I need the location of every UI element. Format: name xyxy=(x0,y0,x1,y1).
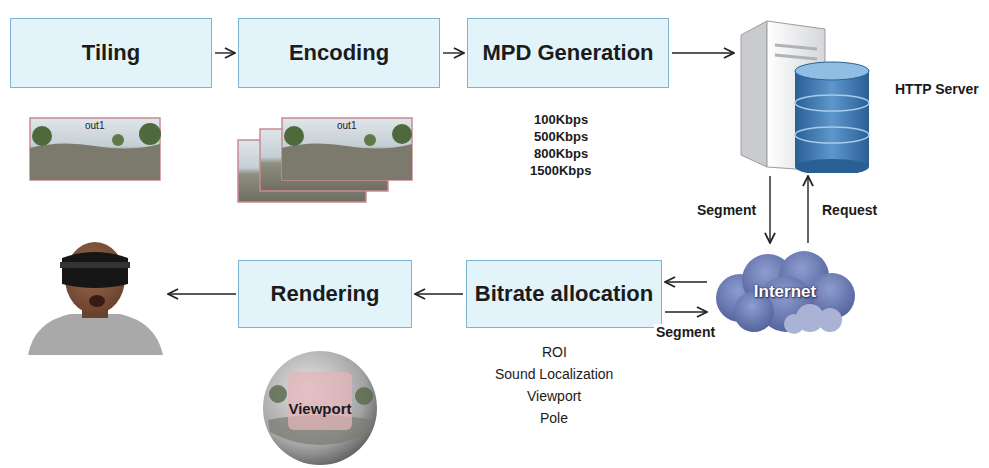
allocation-factor: Pole xyxy=(540,410,568,426)
panorama-thumbnail xyxy=(30,118,161,180)
allocation-factor: Viewport xyxy=(527,388,581,404)
thumbnail-caption: out1 xyxy=(337,120,356,131)
node-text: Bitrate allocation xyxy=(475,282,653,307)
process-box: Bitrate allocation xyxy=(466,260,662,328)
internet-cloud: Internet xyxy=(710,246,860,338)
connector-arrow xyxy=(807,176,808,243)
output-arrow xyxy=(168,293,236,294)
server-node-graphic xyxy=(737,15,872,173)
process-box: Rendering xyxy=(238,260,412,328)
connector-arrow xyxy=(443,52,464,53)
connector-arrow xyxy=(415,293,463,294)
bitrate-level: 100Kbps xyxy=(534,112,588,127)
vr-user-figure xyxy=(28,242,163,355)
allocation-factor: ROI xyxy=(542,344,567,360)
process-box: MPD Generation xyxy=(467,18,669,88)
node-text: Rendering xyxy=(271,282,380,307)
edge-label: Segment xyxy=(654,324,717,340)
connector-arrow xyxy=(665,311,707,312)
bitrate-level: 1500Kbps xyxy=(530,163,591,178)
encoded-thumbnails xyxy=(238,118,412,202)
node-text: Viewport xyxy=(288,400,351,417)
node-text: HTTP Server xyxy=(895,81,979,97)
process-box: Encoding xyxy=(238,18,440,88)
node-text: MPD Generation xyxy=(482,41,653,66)
edge-label: Segment xyxy=(695,202,758,218)
server-node: HTTP Server xyxy=(737,15,987,173)
viewport-sphere: Viewport xyxy=(262,350,378,466)
thumbnail-caption: out1 xyxy=(85,120,104,131)
connector-arrow xyxy=(665,281,707,282)
bitrate-level: 800Kbps xyxy=(534,146,588,161)
edge-label: Request xyxy=(820,202,879,218)
allocation-factor: Sound Localization xyxy=(495,366,613,382)
process-box: Tiling xyxy=(10,18,212,88)
connector-arrow xyxy=(672,52,734,53)
node-text: Internet xyxy=(754,282,816,302)
node-text: Tiling xyxy=(82,41,140,66)
bitrate-level: 500Kbps xyxy=(534,129,588,144)
connector-arrow xyxy=(769,176,770,243)
node-text: Encoding xyxy=(289,41,389,66)
connector-arrow xyxy=(215,52,235,53)
